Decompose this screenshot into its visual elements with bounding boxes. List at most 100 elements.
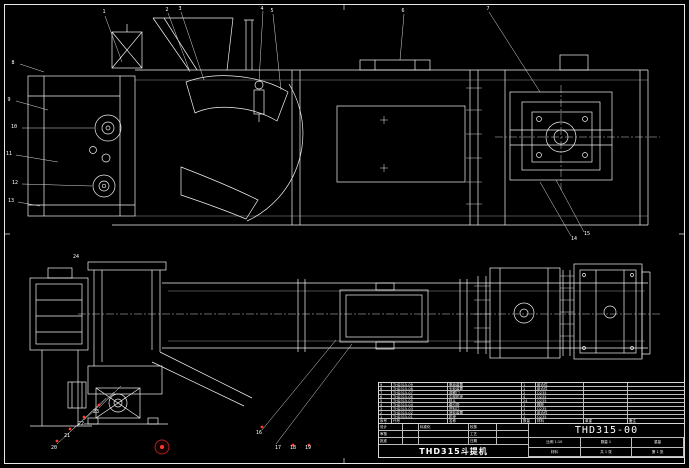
inspection-door-elevation xyxy=(336,105,466,183)
bom-cell: 1 xyxy=(522,383,536,387)
title-admin-row: 批准日期 xyxy=(379,438,528,445)
callout-5: 5 xyxy=(270,8,273,14)
title-admin-cell: 审核 xyxy=(379,431,403,438)
bom-cell: THD315-09 xyxy=(392,383,448,387)
bom-cell: 1 xyxy=(379,415,392,419)
callout-19: 19 xyxy=(305,445,311,451)
bom-cell: 底轮装置 xyxy=(448,411,522,415)
drawing-number: THD315-00 xyxy=(529,424,684,438)
title-admin: 设计标准化校核审核工艺批准日期 xyxy=(379,424,528,445)
callout-3: 3 xyxy=(178,6,181,12)
bom-cell xyxy=(628,395,684,399)
bom-cell: 组合件 xyxy=(536,383,584,387)
plan-view xyxy=(29,261,660,445)
boot-section xyxy=(67,261,253,425)
callout-8: 8 xyxy=(11,60,14,66)
bom-cell xyxy=(628,403,684,407)
bom-cell: 4 xyxy=(522,395,536,399)
title-admin-cell xyxy=(403,438,419,445)
bom-cell: 1 xyxy=(522,415,536,419)
title-admin-row: 设计标准化校核 xyxy=(379,424,528,431)
bom-cell xyxy=(628,407,684,411)
bom-cell: 1 xyxy=(522,411,536,415)
title-info-cell: 数量 1 xyxy=(580,438,633,448)
title-info-cell: 比例 1:10 xyxy=(529,438,581,448)
bom-cell: THD315-08 xyxy=(392,387,448,391)
bom-cell xyxy=(584,411,628,415)
bom-cell: 6 xyxy=(379,395,392,399)
bom-cell: 8 xyxy=(379,387,392,391)
title-admin-cell xyxy=(403,424,419,431)
callout-20: 20 xyxy=(51,445,57,451)
title-admin-cell: 校核 xyxy=(469,424,497,431)
bom-cell xyxy=(584,395,628,399)
inspection-door-plan xyxy=(339,282,429,350)
bom-cell xyxy=(584,383,628,387)
title-admin-cell xyxy=(497,424,528,431)
bom-cell: 机壳 xyxy=(448,415,522,419)
callout-9: 9 xyxy=(7,97,10,103)
title-admin-cell xyxy=(403,431,419,438)
bom-cell: 橡胶 xyxy=(536,403,584,407)
bom-cell: THD315-03 xyxy=(392,407,448,411)
bom-cell: 组合件 xyxy=(536,411,584,415)
bom-cell: 4 xyxy=(379,403,392,407)
bom-cell xyxy=(584,391,628,395)
bom-cell: 5 xyxy=(379,399,392,403)
callout-18: 18 xyxy=(290,445,296,451)
bom-cell: 中部机壳 xyxy=(448,395,522,399)
bom-cell: THD315-05 xyxy=(392,399,448,403)
bom-cell: 进料口 xyxy=(448,407,522,411)
bom-cell xyxy=(628,391,684,395)
red-grip-dot xyxy=(260,425,264,429)
title-admin-cell xyxy=(419,431,469,438)
title-admin-cell xyxy=(497,431,528,438)
top-vent xyxy=(359,59,431,71)
title-admin-cell: 标准化 xyxy=(419,424,469,431)
callout-13: 13 xyxy=(8,198,14,204)
callout-7: 7 xyxy=(486,6,489,12)
left-cabinet xyxy=(29,267,92,427)
bom-cell: THD315-06 xyxy=(392,395,448,399)
bom-cell: Q235 xyxy=(536,407,584,411)
callout-4: 4 xyxy=(260,6,263,12)
callout-10: 10 xyxy=(11,124,17,130)
red-grip-dot xyxy=(55,439,59,443)
bom-cell: 观察门 xyxy=(448,391,522,395)
bom-cell: 料斗 xyxy=(448,399,522,403)
bom-cell: 1 xyxy=(522,387,536,391)
top-inlet xyxy=(559,54,589,71)
bom-cell: 1 xyxy=(522,403,536,407)
callout-24: 24 xyxy=(73,254,79,260)
red-grip-dot xyxy=(82,415,86,419)
callout-11: 11 xyxy=(6,151,12,157)
bom-cell: Q235 xyxy=(536,399,584,403)
title-admin-row: 审核工艺 xyxy=(379,431,528,438)
bom-cell: 组合件 xyxy=(536,387,584,391)
callout-23: 23 xyxy=(93,409,99,415)
red-blob-center xyxy=(160,445,164,449)
bom-cell: 牵引带 xyxy=(448,403,522,407)
bom-cell: 24 xyxy=(522,399,536,403)
bom-cell: 3 xyxy=(379,407,392,411)
drawing-title: THD315斗提机 xyxy=(419,446,488,456)
head-section xyxy=(27,24,143,217)
bom-cell: Q235 xyxy=(536,391,584,395)
bom-cell xyxy=(584,387,628,391)
bucket-profiles xyxy=(180,75,304,222)
title-info-cell: 材料 xyxy=(529,447,581,457)
callout-22: 22 xyxy=(78,421,84,427)
callout-6: 6 xyxy=(401,8,404,14)
callout-15: 15 xyxy=(584,231,590,237)
